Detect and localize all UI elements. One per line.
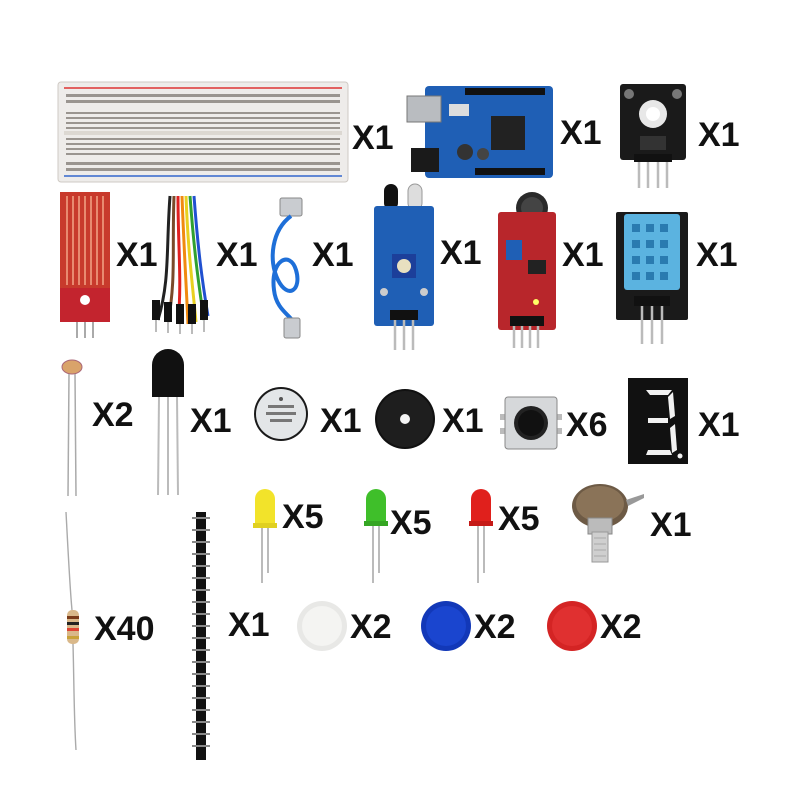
potentiometer-icon [572, 484, 644, 563]
green-led-icon [364, 489, 388, 583]
dht11-sensor-icon [616, 212, 688, 344]
temperature-sensor-quantity: X1 [190, 402, 232, 440]
sound-sensor-icon [498, 192, 556, 348]
water-level-sensor-icon [60, 192, 110, 338]
yellow-led-icon [253, 489, 277, 583]
active-buzzer-quantity: X1 [320, 402, 362, 440]
active-buzzer-icon [254, 387, 308, 441]
red-button-cap-icon [547, 601, 597, 651]
water-level-sensor-quantity: X1 [116, 236, 158, 274]
passive-buzzer-icon [375, 389, 435, 449]
red-button-cap-quantity: X2 [600, 608, 642, 646]
blue-button-cap-quantity: X2 [474, 608, 516, 646]
resistor-quantity: X40 [94, 610, 155, 648]
passive-buzzer-quantity: X1 [442, 402, 484, 440]
push-button-icon [500, 396, 562, 450]
pin-header-icon [192, 512, 210, 760]
green-led-quantity: X5 [390, 504, 432, 542]
sound-sensor-quantity: X1 [562, 236, 604, 274]
photoresistor-quantity: X2 [92, 396, 134, 434]
jumper-wires-quantity: X1 [216, 236, 258, 274]
temperature-sensor-icon [152, 349, 184, 496]
white-button-cap-icon [297, 601, 347, 651]
red-led-quantity: X5 [498, 500, 540, 538]
red-led-icon [469, 489, 493, 583]
dht11-sensor-quantity: X1 [696, 236, 738, 274]
ir-obstacle-sensor-quantity: X1 [440, 234, 482, 272]
seven-segment-display-icon [628, 378, 688, 464]
breadboard-quantity: X1 [352, 119, 394, 157]
ir-obstacle-sensor-icon [374, 183, 434, 350]
yellow-led-quantity: X5 [282, 498, 324, 536]
rgb-led-module-icon [620, 84, 686, 188]
usb-cable-icon [270, 197, 303, 339]
usb-cable-quantity: X1 [312, 236, 354, 274]
uno-board-icon [406, 86, 553, 178]
blue-button-cap-icon [421, 601, 471, 651]
white-button-cap-quantity: X2 [350, 608, 392, 646]
seven-segment-display-quantity: X1 [698, 406, 740, 444]
rgb-led-module-quantity: X1 [698, 116, 740, 154]
breadboard-icon [57, 81, 349, 183]
photoresistor-icon [61, 359, 83, 497]
pin-header-quantity: X1 [228, 606, 270, 644]
uno-board-quantity: X1 [560, 114, 602, 152]
potentiometer-quantity: X1 [650, 506, 692, 544]
resistor-icon [65, 511, 79, 751]
jumper-wires-icon [152, 195, 210, 334]
push-button-quantity: X6 [566, 406, 608, 444]
